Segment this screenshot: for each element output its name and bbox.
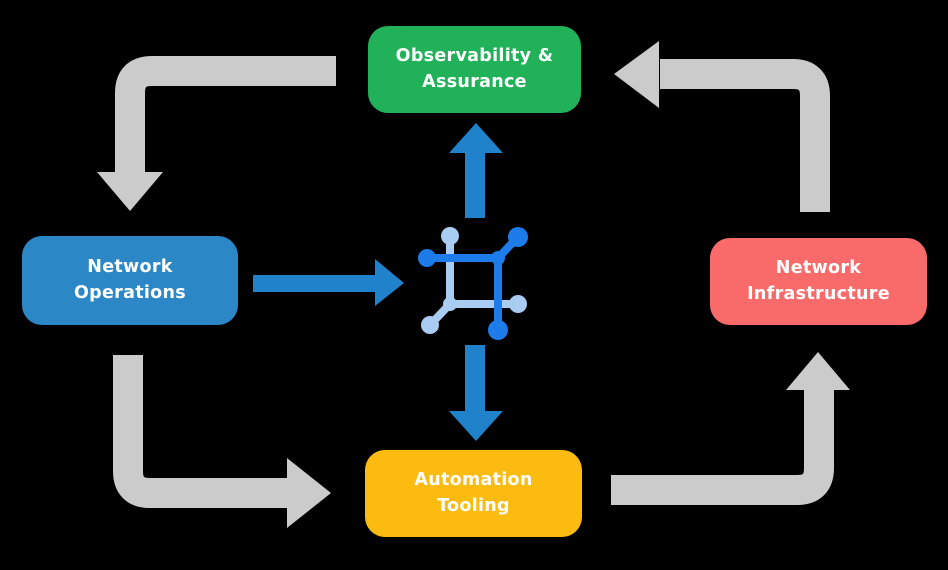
node-label-line: Observability & [395,45,554,66]
node-network-infrastructure: Network Infrastructure [710,238,927,325]
node-automation-tooling: Automation Tooling [365,450,582,537]
arrow-operations-to-automation [113,355,331,528]
node-network-operations: Network Operations [22,236,238,325]
network-mesh-icon-dark-nodes [418,227,528,340]
arrow-center-to-automation [449,345,503,441]
node-label-line: Network [775,257,862,278]
node-label-line: Infrastructure [747,283,890,304]
arrow-head-left [614,41,659,108]
arrow-infrastructure-to-observability [614,41,830,212]
arrow-shaft [113,355,289,508]
node-label-line: Tooling [437,495,510,516]
arrow-shaft [115,56,336,174]
node-observability-assurance: Observability & Assurance [368,26,581,113]
network-mesh-icon-light-nodes [421,227,527,334]
arrow-shaft [611,390,834,505]
network-mesh-icon [418,227,528,340]
arrow-head-up [786,352,850,390]
node-label-line: Operations [74,282,186,303]
node-label-line: Automation [414,469,533,490]
arrow-automation-to-infrastructure [611,352,850,505]
node-label-line: Assurance [422,71,527,92]
arrow-operations-to-center [253,259,404,306]
arrow-head-down [97,172,163,211]
arrow-observability-to-operations [97,56,336,211]
arrow-shaft [660,59,830,212]
node-label-line: Network [87,256,173,277]
arrow-center-to-observability [449,123,503,218]
arrow-head-right [287,458,331,528]
